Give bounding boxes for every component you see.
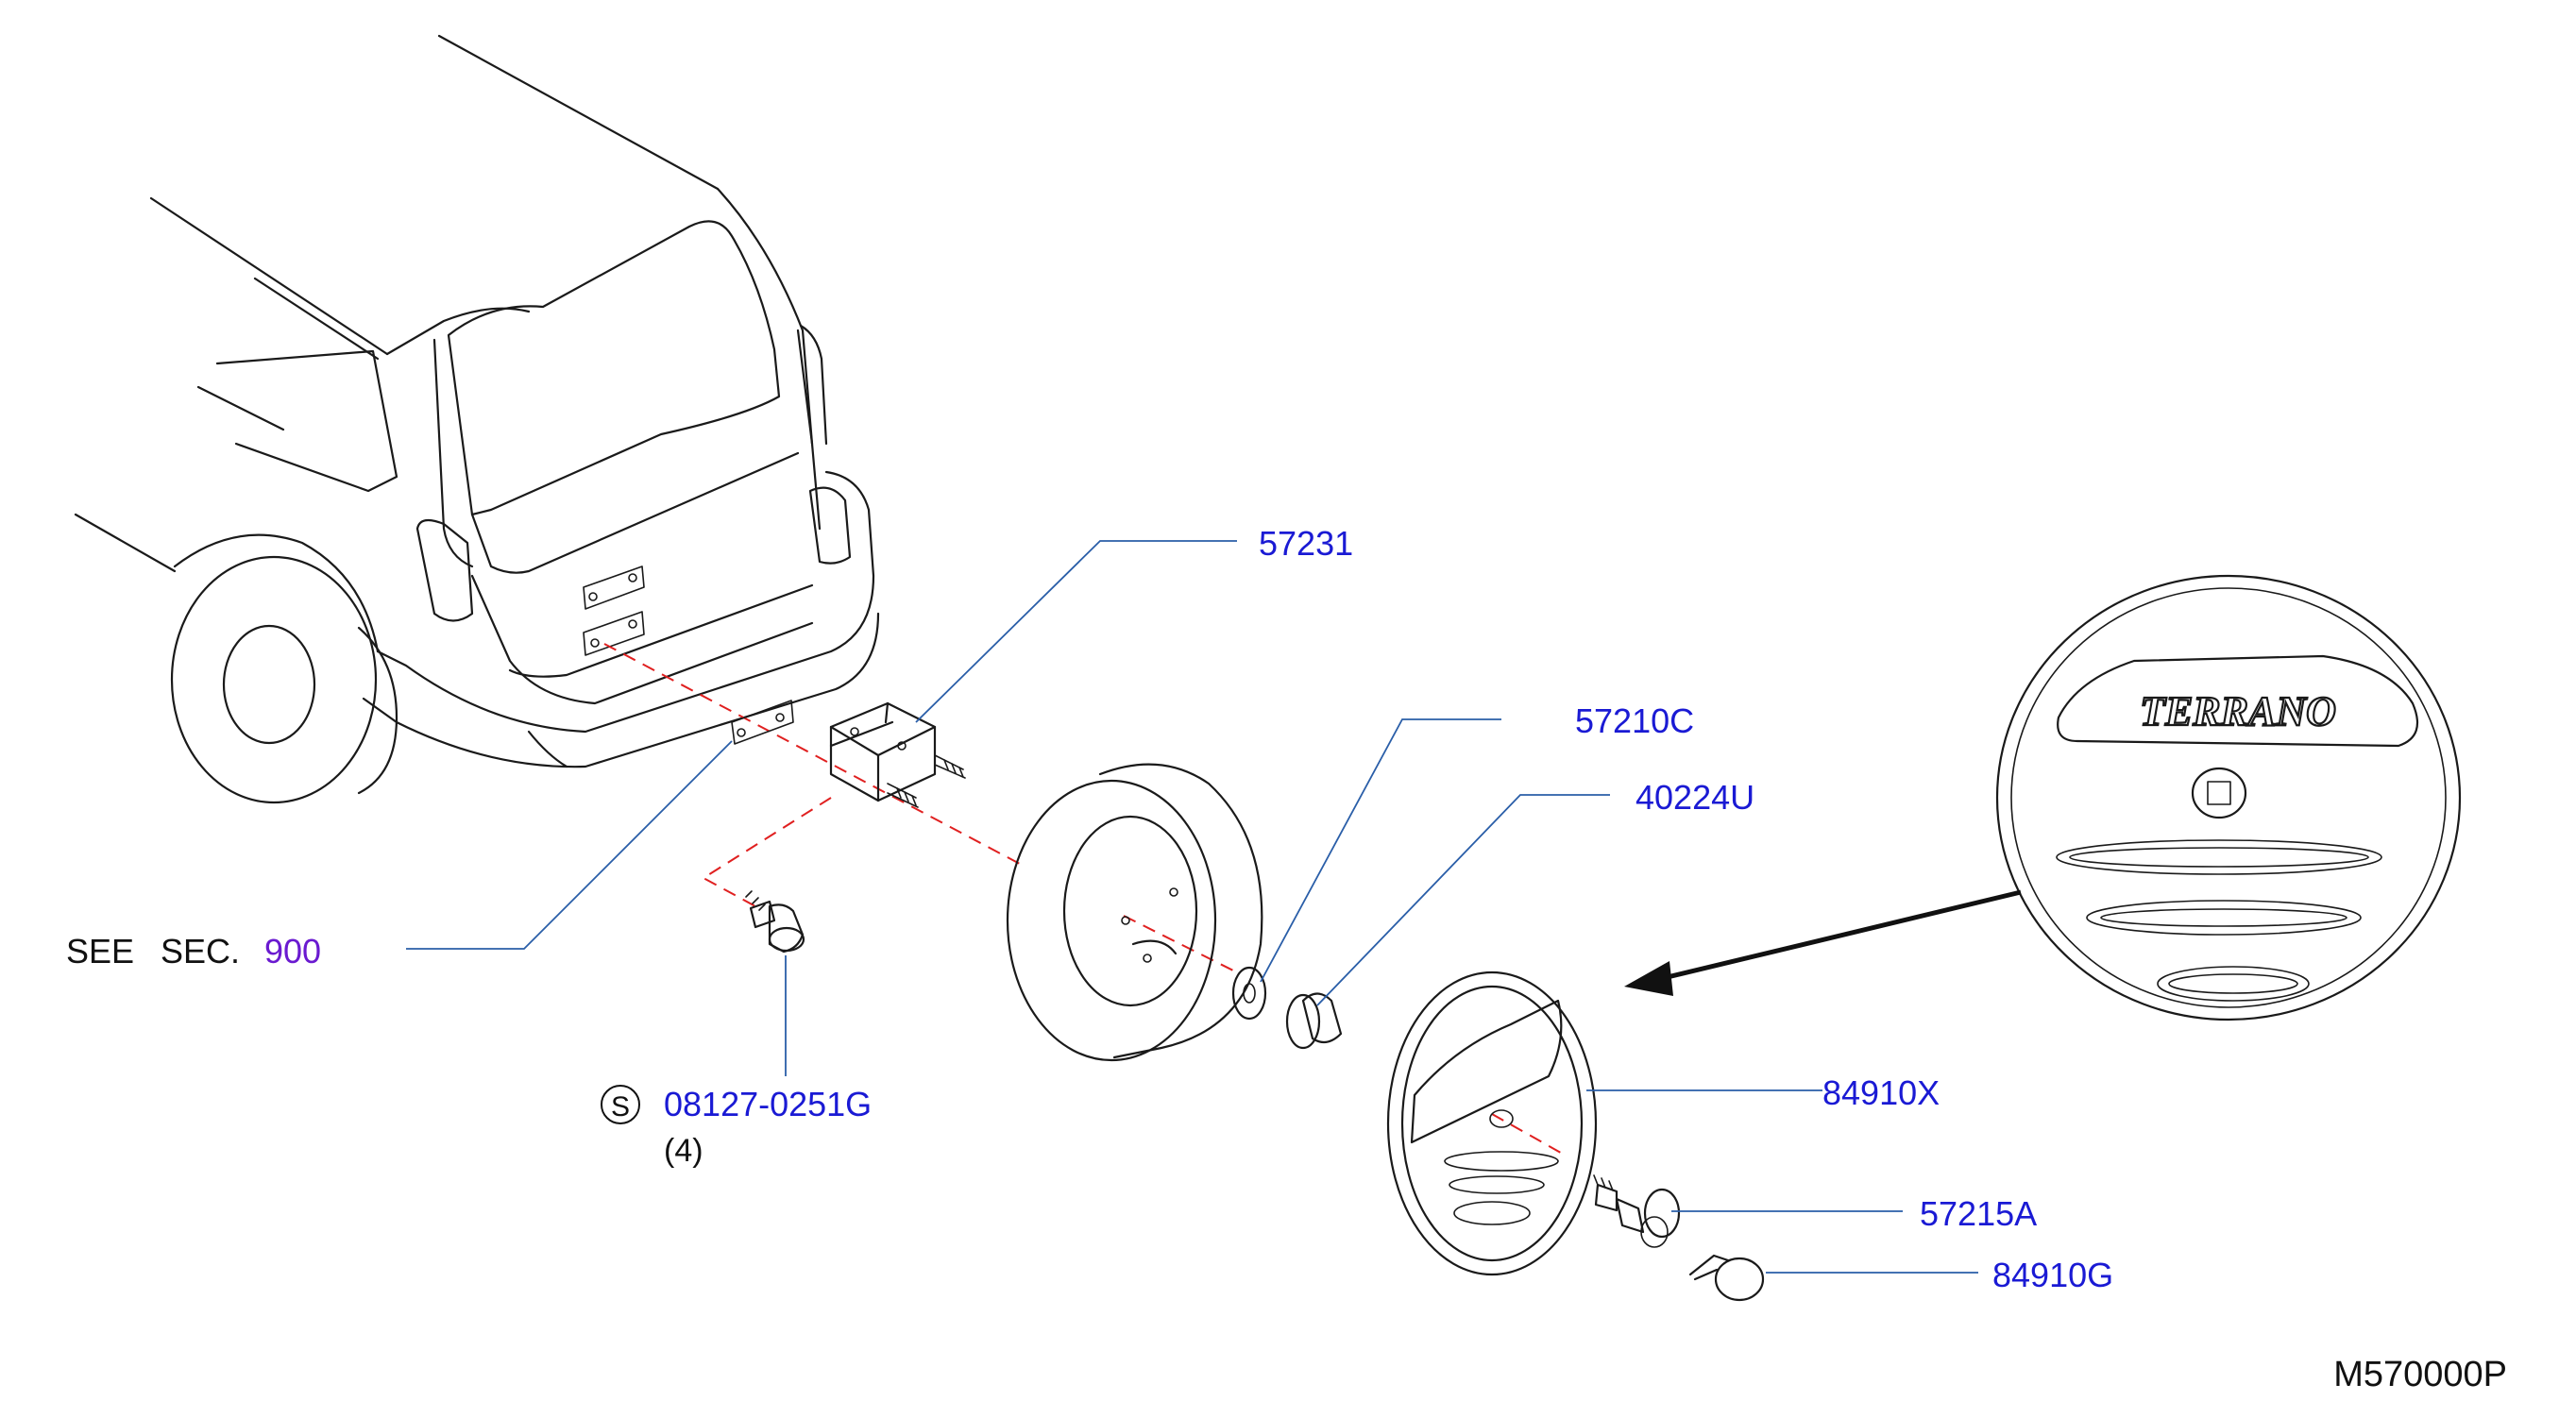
- bolt-08127-0251g: [745, 890, 805, 954]
- washer-57210c: [1231, 966, 1267, 1021]
- label-84910g: 84910G: [1992, 1256, 2113, 1294]
- section-number-link[interactable]: 900: [264, 932, 321, 971]
- symbol-s: S: [611, 1091, 630, 1122]
- detail-pointer-arrow: [1624, 889, 2022, 996]
- label-40224u: 40224U: [1635, 778, 1754, 817]
- label-quantity: (4): [664, 1133, 703, 1169]
- diagram-code: M570000P: [2333, 1355, 2507, 1394]
- label-57215a: 57215A: [1920, 1194, 2037, 1233]
- carrier-bracket-57231: [829, 701, 966, 808]
- cover-bolt-57215a: [1593, 1174, 1681, 1248]
- symbol-circle: [601, 1085, 640, 1124]
- spare-wheel: [1006, 763, 1263, 1062]
- sec-label: SEC.: [161, 932, 240, 971]
- leader-lines: [406, 540, 1978, 1274]
- cap-84910g: [1688, 1254, 1765, 1302]
- nut-40224u: [1285, 992, 1343, 1050]
- assembly-dashed-lines: [603, 643, 1568, 1157]
- part-labels: 57231 57210C 40224U 84910X 57215A 84910G…: [66, 524, 2507, 1394]
- spare-wheel-cover-84910x: [1386, 971, 1598, 1276]
- spacer-plate: [731, 700, 794, 745]
- vehicle-rear-drawing: [74, 34, 880, 804]
- label-57231: 57231: [1259, 524, 1353, 563]
- label-84910x: 84910X: [1822, 1073, 1940, 1112]
- inset-logo: TERRANO: [2140, 688, 2336, 734]
- see-label: SEE: [66, 932, 134, 971]
- label-57210c: 57210C: [1575, 701, 1694, 740]
- cover-detail-inset: TERRANO: [1995, 574, 2462, 1021]
- label-08127-0251g: 08127-0251G: [664, 1085, 872, 1123]
